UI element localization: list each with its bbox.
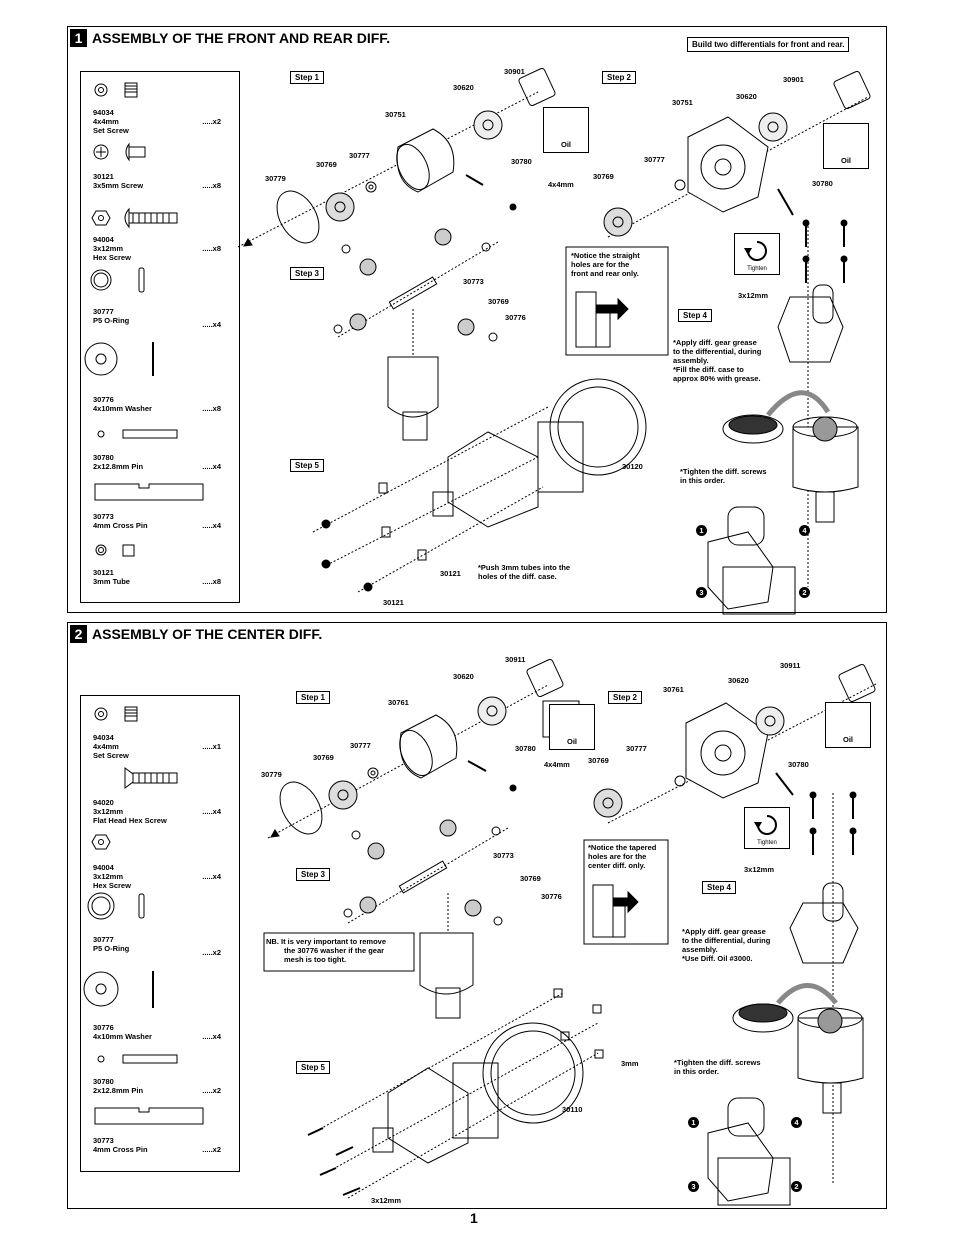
label-30773: 30773 — [493, 851, 514, 860]
diff-exploded-illustration-1 — [237, 67, 871, 615]
screw-order-2: 2 — [791, 1181, 802, 1192]
label-30777-step2: 30777 — [644, 155, 665, 164]
label-30777: 30777 — [350, 741, 371, 750]
label-30121-b: 30121 — [383, 598, 404, 607]
section-number: 2 — [70, 625, 87, 643]
label-30751: 30751 — [385, 110, 406, 119]
label-4x4mm: 4x4mm — [544, 760, 570, 769]
label-30777-step2: 30777 — [626, 744, 647, 753]
label-30901: 30901 — [504, 67, 525, 76]
section-front-rear-diff: 1 ASSEMBLY OF THE FRONT AND REAR DIFF. B… — [67, 26, 887, 615]
screw-order-1: 1 — [688, 1117, 699, 1128]
label-30780-step2: 30780 — [812, 179, 833, 188]
parts-illustrations — [83, 706, 204, 1125]
label-30769-step3: 30769 — [488, 297, 509, 306]
step-4-label: Step 4 — [702, 881, 737, 894]
label-30780: 30780 — [515, 744, 536, 753]
screw-order-4: 4 — [799, 525, 810, 536]
label-30761-step2: 30761 — [663, 685, 684, 694]
label-30620-step2: 30620 — [728, 676, 749, 685]
label-30769: 30769 — [313, 753, 334, 762]
label-30769-step3: 30769 — [520, 874, 541, 883]
step-1-label: Step 1 — [296, 691, 331, 704]
label-30901-step2: 30901 — [783, 75, 804, 84]
label-30776: 30776 — [505, 313, 526, 322]
label-30761: 30761 — [388, 698, 409, 707]
step-3-label: Step 3 — [290, 267, 325, 280]
oil-box-step1: Oil — [543, 107, 589, 153]
label-30779: 30779 — [261, 770, 282, 779]
tighten-box: Tighten — [734, 233, 780, 275]
label-30777: 30777 — [349, 151, 370, 160]
step-1-label: Step 1 — [290, 71, 325, 84]
section-title: ASSEMBLY OF THE CENTER DIFF. — [92, 626, 323, 642]
label-30911: 30911 — [505, 655, 526, 664]
section-number: 1 — [70, 29, 87, 47]
section-title: ASSEMBLY OF THE FRONT AND REAR DIFF. — [92, 30, 391, 46]
label-30780-step2: 30780 — [788, 760, 809, 769]
step-2-label: Step 2 — [602, 71, 637, 84]
tighten-arrow-icon — [754, 815, 777, 835]
label-30751-step2: 30751 — [672, 98, 693, 107]
label-30769-step2: 30769 — [588, 756, 609, 765]
screw-order-1: 1 — [696, 525, 707, 536]
tighten-box: Tighten — [744, 807, 790, 849]
screw-order-3: 3 — [696, 587, 707, 598]
label-30769: 30769 — [316, 160, 337, 169]
label-30911-step2: 30911 — [780, 661, 801, 670]
label-30776: 30776 — [541, 892, 562, 901]
oil-box-step2: Oil — [823, 123, 869, 169]
label-3x12mm: 3x12mm — [744, 865, 775, 874]
tighten-arrow-icon — [744, 241, 767, 261]
label-30120: 30120 — [622, 462, 643, 471]
step-5-label: Step 5 — [290, 459, 325, 472]
label-3x12mm: 3x12mm — [738, 291, 769, 300]
step-3-label: Step 3 — [296, 868, 331, 881]
label-30620: 30620 — [453, 672, 474, 681]
label-30779: 30779 — [265, 174, 286, 183]
label-30620: 30620 — [453, 83, 474, 92]
label-30110: 30110 — [562, 1105, 583, 1114]
step-4-label: Step 4 — [678, 309, 713, 322]
label-30620-step2: 30620 — [736, 92, 757, 101]
screw-order-3: 3 — [688, 1181, 699, 1192]
parts-illustrations — [84, 82, 204, 557]
step-2-label: Step 2 — [608, 691, 643, 704]
screw-order-2: 2 — [799, 587, 810, 598]
build-note: Build two differentials for front and re… — [687, 37, 850, 52]
label-30121-a: 30121 — [440, 569, 461, 578]
label-30780: 30780 — [511, 157, 532, 166]
label-4x4mm: 4x4mm — [548, 180, 574, 189]
diff-exploded-illustration-2 — [263, 658, 879, 1206]
label-30773: 30773 — [463, 277, 484, 286]
label-30769-step2: 30769 — [593, 172, 614, 181]
label-3x12mm-step5: 3x12mm — [371, 1196, 402, 1205]
step-5-label: Step 5 — [296, 1061, 331, 1074]
screw-order-4: 4 — [791, 1117, 802, 1128]
oil-box-step1: Oil — [549, 704, 595, 750]
page-number: 1 — [470, 1210, 478, 1226]
oil-box-step2: Oil — [825, 702, 871, 748]
label-3mm: 3mm — [621, 1059, 639, 1068]
